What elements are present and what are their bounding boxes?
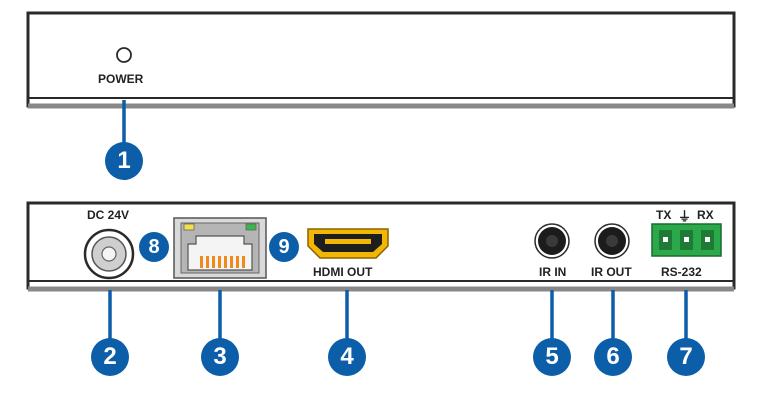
rs232-tx-label: TX	[656, 208, 672, 222]
callout-5: 5	[533, 338, 571, 376]
ir-in-jack-icon	[534, 223, 570, 259]
callout-leader-lines	[108, 100, 688, 339]
hdmi-out-label: HDMI OUT	[313, 265, 373, 279]
dc-24v-label: DC 24V	[87, 208, 130, 222]
rs232-terminal-block-icon	[651, 223, 722, 257]
power-label: POWER	[98, 72, 144, 86]
rs232-label: RS-232	[661, 265, 702, 279]
front-panel-outline	[26, 11, 736, 108]
ir-out-label: IR OUT	[591, 265, 632, 279]
power-led-icon	[116, 47, 132, 63]
callout-2: 2	[91, 338, 129, 376]
rj45-pins	[200, 256, 245, 268]
rj45-yellow-led-icon	[183, 223, 195, 231]
callout-9: 9	[269, 232, 299, 262]
callout-8: 8	[139, 232, 169, 262]
rs232-rx-label: RX	[697, 208, 714, 222]
callout-6: 6	[594, 338, 632, 376]
rj45-port-icon	[173, 217, 267, 279]
ir-out-jack-icon	[594, 223, 630, 259]
callout-1: 1	[105, 142, 143, 180]
rj45-green-led-icon	[245, 223, 257, 231]
dc-power-jack-icon	[83, 228, 135, 280]
callout-7: 7	[667, 338, 705, 376]
front-panel	[26, 11, 736, 109]
callout-4: 4	[328, 338, 366, 376]
hdmi-port-icon	[307, 228, 389, 259]
ground-symbol-icon: ⏚	[678, 209, 692, 224]
callout-3: 3	[201, 338, 239, 376]
ir-in-label: IR IN	[539, 265, 567, 279]
